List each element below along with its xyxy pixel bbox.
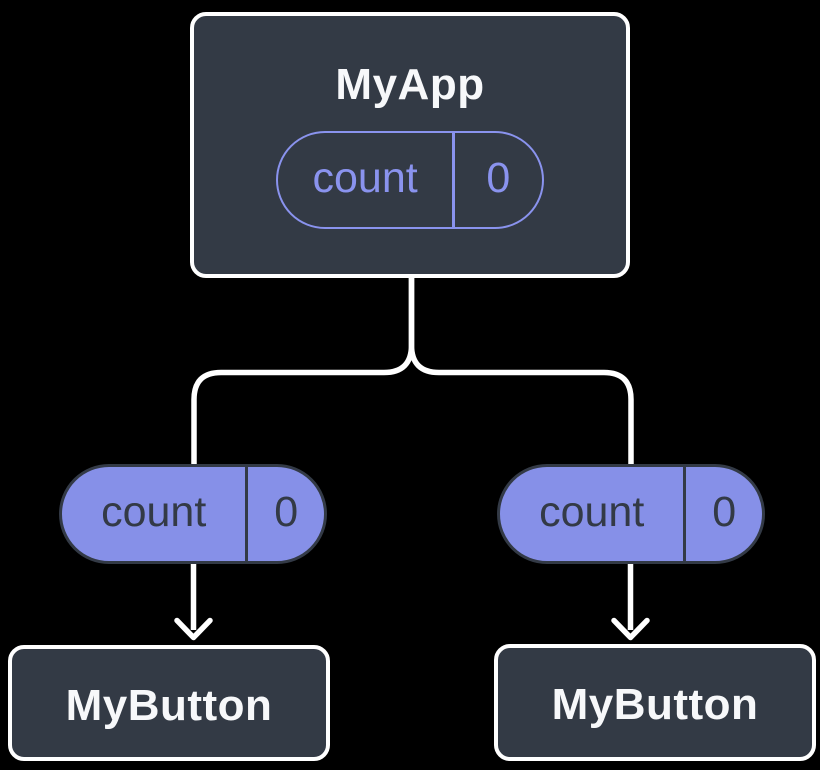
child-node-title: MyButton xyxy=(551,680,759,730)
state-value-label: 0 xyxy=(486,154,511,203)
state-name-label: count xyxy=(312,154,418,203)
arrow-down-left-icon xyxy=(174,617,213,641)
child-node-title: MyButton xyxy=(65,680,273,730)
prop-pill-right: count 0 xyxy=(497,464,765,564)
prop-value-label: 0 xyxy=(712,488,737,536)
pill-divider xyxy=(245,467,249,561)
arrow-down-right-icon xyxy=(611,617,650,641)
pill-divider xyxy=(452,133,455,228)
pill-divider xyxy=(683,467,687,561)
prop-value-label: 0 xyxy=(274,488,299,536)
prop-name-label: count xyxy=(101,488,207,536)
branch-left-line xyxy=(191,277,415,466)
branch-right-line xyxy=(408,277,634,466)
prop-pill-left: count 0 xyxy=(59,464,327,564)
prop-name-label: count xyxy=(539,488,645,536)
root-node: MyApp count 0 xyxy=(190,12,630,278)
child-node-right: MyButton xyxy=(494,644,816,761)
child-node-left: MyButton xyxy=(8,645,330,761)
root-node-title: MyApp xyxy=(335,59,485,109)
root-state-pill: count 0 xyxy=(276,131,544,230)
